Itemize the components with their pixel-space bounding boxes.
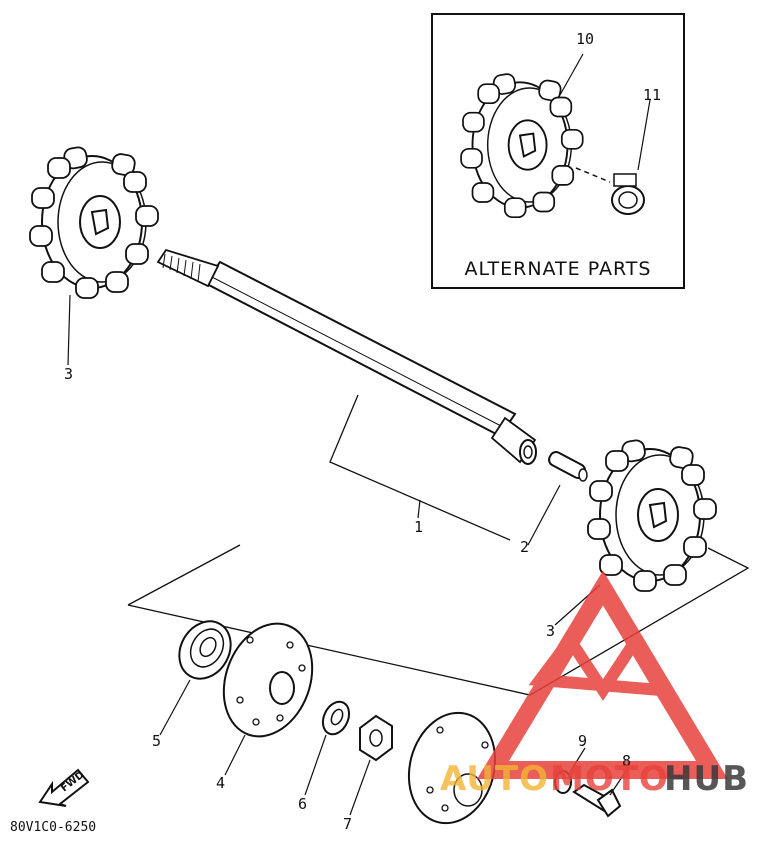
drive-shaft-part-1: [156, 248, 537, 465]
washer-part-6: [321, 700, 351, 736]
callout-3-right: 3: [546, 622, 556, 640]
watermark-moto: MOTO: [550, 759, 669, 799]
callout-11: 11: [643, 86, 662, 104]
bearing-part-5: [178, 620, 232, 680]
callout-5: 5: [152, 732, 162, 750]
sprocket-left-part-3: [29, 145, 159, 299]
bolt-part-8: [572, 783, 622, 818]
callout-9: 9: [578, 732, 588, 750]
catalog-code: 80V1C0-6250: [10, 820, 97, 835]
callout-6: 6: [298, 795, 308, 813]
callout-10: 10: [576, 30, 595, 48]
collar-part-2: [548, 451, 588, 482]
callout-7: 7: [343, 815, 353, 833]
callout-4: 4: [216, 774, 226, 792]
flange-plate-part-4: [222, 622, 314, 738]
callout-8: 8: [622, 752, 632, 770]
sprocket-right-part-3: [587, 438, 717, 592]
callout-1: 1: [414, 518, 424, 536]
watermark-logo: [477, 570, 728, 779]
hose-clamp-part-11: [611, 173, 645, 215]
watermark-auto: AUTO: [440, 759, 549, 799]
inset-title: ALTERNATE PARTS: [464, 258, 652, 280]
nut-part-7: [359, 714, 393, 762]
forward-arrow-icon: FWD: [38, 768, 90, 807]
watermark-hub: HUB: [664, 759, 749, 799]
alternate-parts-inset: [431, 13, 685, 289]
callout-2: 2: [520, 538, 530, 556]
callout-3-left: 3: [64, 365, 74, 383]
leader-lines: [67, 294, 629, 816]
